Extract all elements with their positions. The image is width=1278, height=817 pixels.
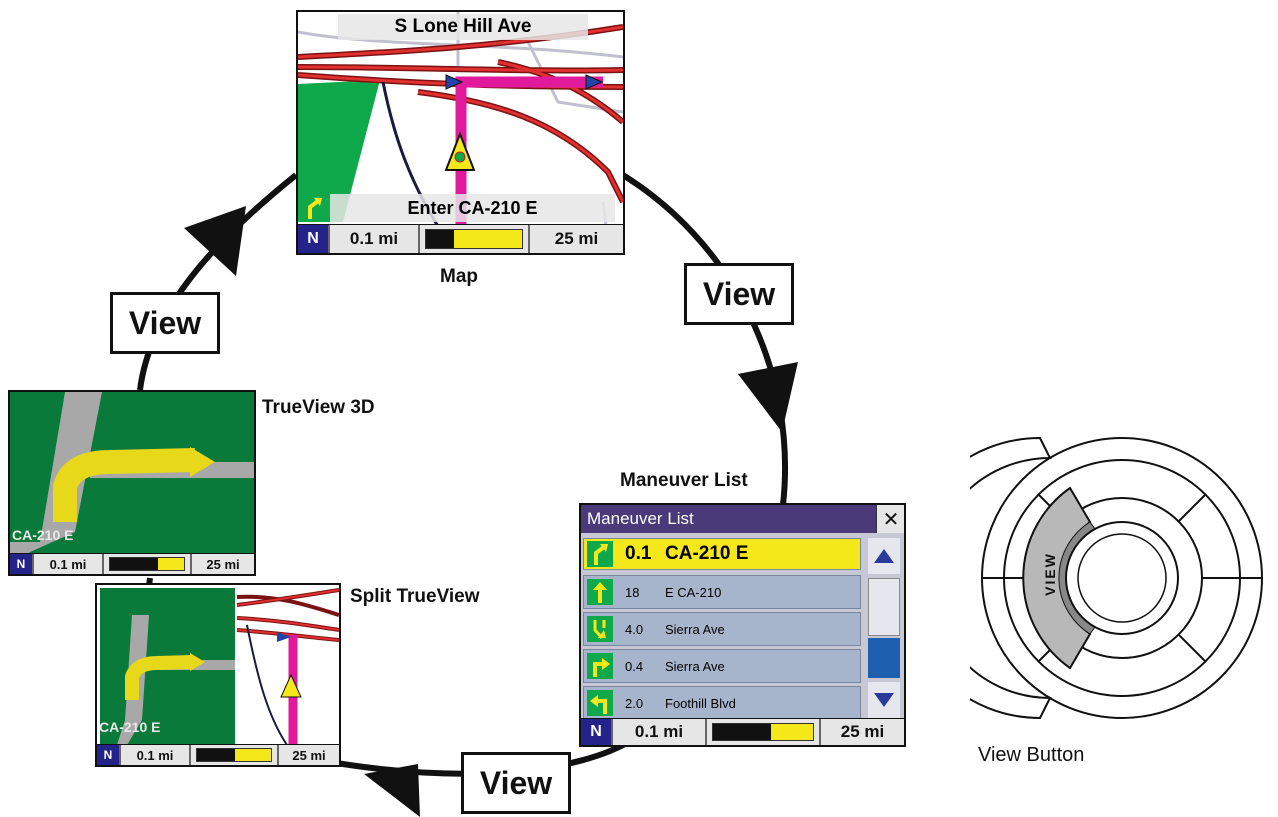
merge-arrow-icon bbox=[587, 616, 613, 642]
straight-arrow-icon bbox=[587, 579, 613, 605]
trueview3d-status-bar: N 0.1 mi 25 mi bbox=[10, 553, 254, 574]
scroll-down-icon[interactable] bbox=[868, 682, 900, 718]
road-label: CA-210 E bbox=[99, 719, 161, 735]
scroll-thumb[interactable] bbox=[868, 578, 900, 636]
maneuver-list-caption: Maneuver List bbox=[620, 470, 748, 491]
map-caption: Map bbox=[440, 266, 478, 287]
trueview3d-canvas bbox=[10, 392, 254, 574]
arrowhead-left bbox=[364, 764, 420, 817]
maneuver-distance: 2.0 bbox=[625, 695, 644, 711]
cycle-arc-3d-to-map bbox=[137, 172, 298, 391]
maneuver-row[interactable]: 4.0 Sierra Ave bbox=[583, 612, 861, 646]
split-trueview-caption: Split TrueView bbox=[350, 586, 480, 607]
view-label-box-bottom: View bbox=[461, 752, 571, 814]
maneuver-distance: 0.1 bbox=[625, 543, 652, 564]
scale-readout: 25 mi bbox=[190, 554, 254, 574]
left-turn-arrow-icon bbox=[587, 690, 613, 716]
scroll-track-fill bbox=[868, 638, 900, 678]
maneuver-row[interactable]: 0.4 Sierra Ave bbox=[583, 649, 861, 683]
north-indicator[interactable]: N bbox=[97, 745, 119, 765]
view-button-caption: View Button bbox=[978, 744, 1085, 766]
map-status-bar: N 0.1 mi 25 mi bbox=[298, 224, 623, 253]
maneuver-row[interactable]: 18 E CA-210 bbox=[583, 575, 861, 609]
arrowhead-up bbox=[184, 206, 246, 276]
maneuver-distance: 0.4 bbox=[625, 658, 644, 674]
arrowhead-down-right bbox=[738, 362, 798, 432]
maneuver-road: Sierra Ave bbox=[665, 658, 725, 674]
north-indicator[interactable]: N bbox=[581, 719, 611, 745]
close-icon[interactable]: ✕ bbox=[876, 505, 904, 533]
progress-bar bbox=[189, 745, 277, 765]
maneuver-road: E CA-210 bbox=[665, 584, 722, 600]
view-label-box-right: View bbox=[684, 263, 794, 325]
park-area bbox=[298, 80, 380, 222]
view-button-label: VIEW bbox=[1042, 552, 1058, 596]
map-screen: S Lone Hill Ave Enter CA-210 E N 0.1 mi … bbox=[296, 10, 625, 255]
maneuver-list-title: Maneuver List bbox=[581, 505, 876, 533]
north-indicator[interactable]: N bbox=[298, 225, 328, 253]
directional-pad bbox=[970, 436, 1263, 720]
scroll-up-icon[interactable] bbox=[868, 538, 900, 574]
north-indicator[interactable]: N bbox=[10, 554, 32, 574]
split-status-bar: N 0.1 mi 25 mi bbox=[97, 744, 339, 765]
slight-right-arrow-icon bbox=[587, 541, 613, 567]
maneuver-road: Foothill Blvd bbox=[665, 695, 736, 711]
maneuver-road: Sierra Ave bbox=[665, 621, 725, 637]
maneuver-row[interactable]: 2.0 Foothill Blvd bbox=[583, 686, 861, 720]
maneuver-road: CA-210 E bbox=[665, 543, 749, 564]
distance-readout: 0.1 mi bbox=[611, 719, 705, 745]
distance-readout: 0.1 mi bbox=[328, 225, 418, 253]
maneuver-status-bar: N 0.1 mi 25 mi bbox=[581, 718, 904, 745]
split-trueview-canvas bbox=[97, 585, 339, 765]
road-label: CA-210 E bbox=[12, 527, 74, 543]
view-label-box-left: View bbox=[110, 292, 220, 354]
scale-readout: 25 mi bbox=[277, 745, 339, 765]
right-turn-arrow-icon bbox=[587, 653, 613, 679]
maneuver-distance: 18 bbox=[625, 584, 640, 600]
scale-readout: 25 mi bbox=[819, 719, 904, 745]
maneuver-row[interactable]: 0.1 CA-210 E bbox=[583, 538, 861, 570]
distance-readout: 0.1 mi bbox=[32, 554, 102, 574]
maneuver-list-screen: Maneuver List ✕ 0.1 CA-210 E 18 E CA-210… bbox=[579, 503, 906, 747]
cycle-arc-map-to-list bbox=[616, 169, 788, 506]
scale-readout: 25 mi bbox=[528, 225, 623, 253]
trueview3d-caption: TrueView 3D bbox=[262, 397, 375, 418]
scrollbar[interactable] bbox=[866, 538, 902, 718]
progress-bar bbox=[705, 719, 819, 745]
street-name-label: S Lone Hill Ave bbox=[338, 14, 588, 40]
slight-right-arrow-icon bbox=[300, 194, 328, 222]
distance-readout: 0.1 mi bbox=[119, 745, 189, 765]
instruction-label: Enter CA-210 E bbox=[330, 194, 615, 222]
progress-bar bbox=[418, 225, 528, 253]
progress-bar bbox=[102, 554, 190, 574]
split-trueview-screen: CA-210 E N 0.1 mi 25 mi bbox=[95, 583, 341, 767]
maneuver-distance: 4.0 bbox=[625, 621, 644, 637]
trueview3d-screen: CA-210 E N 0.1 mi 25 mi bbox=[8, 390, 256, 576]
